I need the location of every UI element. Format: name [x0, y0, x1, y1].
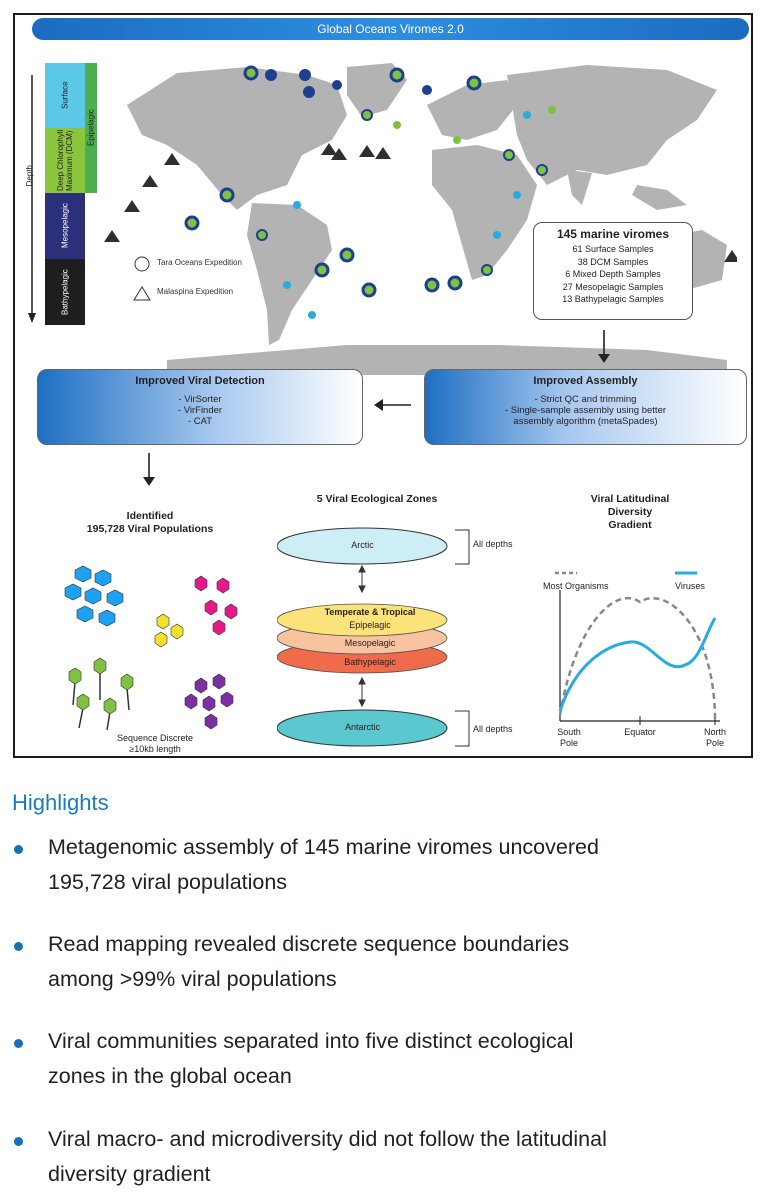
zones-diagram	[277, 527, 470, 747]
abstract-title: Global Oceans Viromes 2.0	[32, 18, 749, 40]
identified-footer: Sequence Discrete ≥10kb length	[55, 733, 255, 755]
gradient-title-line3: Gradient	[608, 519, 652, 531]
legend-viruses: Viruses	[675, 581, 705, 591]
bullet-icon	[14, 1137, 23, 1146]
bullet-icon	[14, 1039, 23, 1048]
legend-most-organisms: Most Organisms	[543, 581, 609, 591]
world-map	[104, 63, 737, 375]
highlights-heading: Highlights	[12, 790, 109, 815]
highlight-text: Read mapping revealed discrete sequence …	[48, 927, 754, 997]
identified-footer-line1: Sequence Discrete	[116, 733, 194, 743]
assembly-box: Improved Assembly - Strict QC and trimmi…	[424, 369, 747, 445]
highlight-text: Viral macro- and microdiversity did not …	[48, 1122, 754, 1192]
zone-mesopelagic: Mesopelagic	[344, 638, 396, 648]
bullet-icon	[14, 942, 23, 951]
highlight-line: Read mapping revealed discrete sequence …	[48, 932, 570, 956]
map-legend-symbols	[133, 256, 151, 301]
samples-line: 6 Mixed Depth Samples	[565, 269, 661, 279]
highlight-line: zones in the global ocean	[48, 1064, 292, 1088]
highlight-line: 195,728 viral populations	[48, 870, 288, 894]
detection-line: - VirSorter	[178, 394, 222, 405]
depth-arrow	[28, 75, 36, 323]
detection-line: - VirFinder	[177, 405, 223, 416]
malaspina-sites	[104, 143, 737, 262]
highlight-line: diversity gradient	[48, 1162, 211, 1186]
samples-line: 38 DCM Samples	[577, 256, 649, 267]
samples-box: 145 marine viromes 61 Surface Samples 38…	[533, 222, 693, 320]
arrow-down-1	[598, 330, 610, 363]
viral-detection-box: Improved Viral Detection - VirSorter - V…	[37, 369, 363, 445]
north-pole-line1: North	[703, 727, 726, 737]
depth-mesopelagic: Mesopelagic	[45, 193, 85, 259]
zone-epipelagic: Epipelagic	[349, 620, 391, 630]
samples-line: 27 Mesopelagic Samples	[562, 281, 664, 292]
assembly-line: assembly algorithm (metaSpades)	[513, 416, 658, 427]
viral-populations-illustration	[64, 565, 238, 730]
identified-line2: 195,728 Viral Populations	[86, 523, 214, 535]
south-pole-line2: Pole	[559, 738, 578, 748]
detection-line: - CAT	[187, 416, 213, 427]
zones-title: 5 Viral Ecological Zones	[316, 493, 438, 505]
axis-north-pole: North Pole	[695, 727, 735, 749]
gradient-title-line2: Diversity	[607, 506, 653, 518]
highlight-line: among >99% viral populations	[48, 967, 337, 991]
depth-bathypelagic: Bathypelagic	[45, 259, 85, 325]
identified-line1: Identified	[126, 510, 174, 522]
identified-footer-line2: ≥10kb length	[129, 744, 181, 754]
depth-legend: Surface Deep Chlorophyll Maximum (DCM) M…	[45, 63, 97, 325]
assembly-line: - Strict QC and trimming	[534, 394, 637, 405]
axis-equator: Equator	[624, 727, 656, 737]
highlight-text: Metagenomic assembly of 145 marine virom…	[48, 830, 754, 900]
legend-dashed-swatch	[555, 571, 577, 575]
legend-virus-swatch	[675, 571, 697, 575]
assembly-line: - Single-sample assembly using better	[504, 405, 667, 416]
yellow-virus-cluster	[154, 613, 184, 648]
south-pole-line1: South	[557, 727, 581, 737]
all-depths-top: All depths	[473, 539, 513, 549]
highlight-line: Viral macro- and microdiversity did not …	[48, 1127, 607, 1151]
legend-tara: Tara Oceans Expedition	[157, 258, 242, 267]
depth-surface: Surface	[45, 63, 85, 128]
arrow-down-2	[143, 453, 155, 486]
zone-antarctic: Antarctic	[344, 722, 380, 732]
highlight-line: Metagenomic assembly of 145 marine virom…	[48, 835, 599, 859]
gradient-plot	[558, 590, 720, 725]
axis-south-pole: South Pole	[549, 727, 589, 749]
cyan-virus-cluster	[64, 565, 124, 627]
north-pole-line2: Pole	[705, 738, 724, 748]
depth-dcm: Deep Chlorophyll Maximum (DCM)	[45, 128, 85, 193]
assembly-heading: Improved Assembly	[533, 375, 638, 387]
arrow-left	[374, 399, 411, 411]
highlight-text: Viral communities separated into five di…	[48, 1024, 754, 1094]
zone-bathypelagic: Bathypelagic	[344, 657, 396, 667]
samples-line: 13 Bathypelagic Samples	[562, 294, 664, 304]
gradient-title-line1: Viral Latitudinal	[590, 493, 670, 505]
zone-temperate: Temperate & Tropical	[324, 607, 416, 617]
tara-sites	[184, 65, 556, 319]
green-phage-cluster	[68, 657, 134, 730]
legend-malaspina: Malaspina Expedition	[157, 287, 234, 296]
graphical-abstract: Global Oceans Viromes 2.0	[13, 13, 753, 758]
zone-arctic: Arctic	[351, 540, 374, 550]
gradient-title: Viral Latitudinal Diversity Gradient	[555, 493, 705, 532]
samples-line: 61 Surface Samples	[572, 244, 654, 254]
viral-detection-heading: Improved Viral Detection	[135, 375, 265, 387]
bullet-icon	[14, 845, 23, 854]
samples-heading: 145 marine viromes	[556, 227, 670, 241]
purple-virus-cluster	[184, 673, 234, 730]
magenta-virus-cluster	[194, 575, 238, 636]
all-depths-bottom: All depths	[473, 724, 513, 734]
identified-title: Identified 195,728 Viral Populations	[45, 510, 255, 536]
highlight-line: Viral communities separated into five di…	[48, 1029, 574, 1053]
epipelagic-label: Epipelagic	[85, 63, 97, 193]
